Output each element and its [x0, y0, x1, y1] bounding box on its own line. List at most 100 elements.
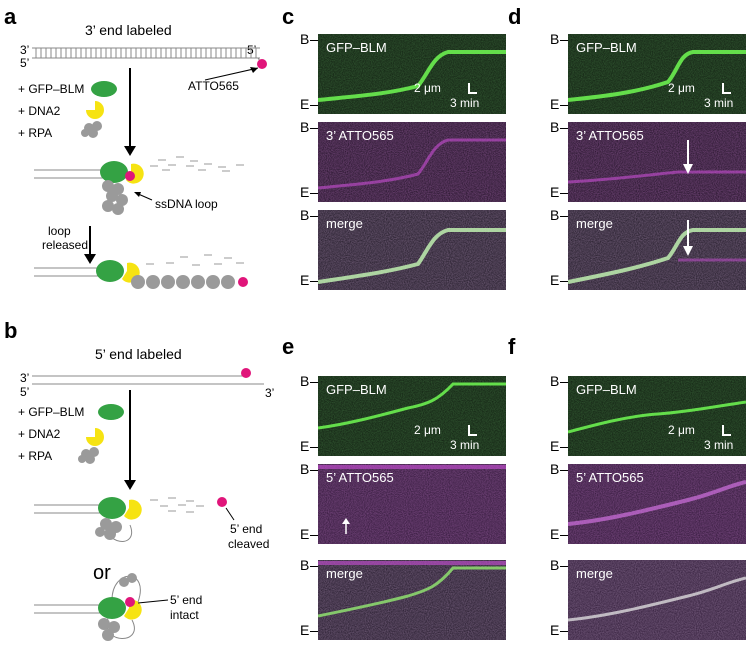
kymo-e-merge-label: merge [326, 566, 363, 581]
axis-e-tick [560, 631, 568, 632]
atto-complex-1 [125, 171, 135, 181]
scale-min-e: 3 min [450, 438, 480, 452]
axis-b-label: B [550, 207, 560, 223]
arrow-down-2-head [84, 254, 96, 264]
ssdna-loop-label: ssDNA loop [155, 197, 218, 211]
intact-pointer [137, 599, 169, 604]
scale-bar-f [722, 425, 731, 436]
strand-5-label: 5’ [20, 56, 30, 70]
dna2-icon [86, 101, 104, 119]
axis-b-tick [560, 216, 568, 217]
b-dna2-complex-2 [124, 599, 142, 620]
scale-min-d: 3 min [704, 96, 734, 110]
gfp-blm-icon [91, 81, 117, 97]
panel-a-title: 3’ end labeled [85, 22, 172, 38]
panel-a-schematic [32, 47, 267, 289]
scale-bar-e [468, 425, 477, 436]
kymo-c-atto-label: 3’ ATTO565 [326, 128, 394, 143]
b-displaced-strand [150, 497, 204, 513]
dsdna-a-top [32, 47, 260, 59]
scale-min-f: 3 min [704, 438, 734, 452]
b-dna2-complex-1 [124, 499, 142, 520]
atto565-label: ATTO565 [188, 79, 239, 93]
b-rpa-loop-1 [95, 518, 122, 540]
kymo-f-atto: 5’ ATTO565 [568, 464, 746, 544]
axis-b-tick [310, 40, 318, 41]
axis-e-tick [560, 281, 568, 282]
axis-b-label: B [550, 31, 560, 47]
or-label: or [93, 562, 111, 584]
axis-b-label: B [300, 119, 310, 135]
kymo-f-gfp-label: GFP–BLM [576, 382, 637, 397]
axis-e-label: E [550, 622, 560, 638]
axis-b-label: B [550, 373, 560, 389]
kymo-d-merge-label: merge [576, 216, 613, 231]
cleaved-label-1: 5’ end [230, 522, 263, 536]
axis-e-label: E [550, 438, 560, 454]
kymo-d-atto: 3’ ATTO565 [568, 122, 746, 202]
kymo-f-atto-label: 5’ ATTO565 [576, 470, 644, 485]
b-gfp-blm-icon [98, 404, 124, 420]
axis-b-tick [560, 128, 568, 129]
axis-b-label: B [300, 557, 310, 573]
atto565-dot [257, 59, 267, 69]
axis-e-label: E [550, 184, 560, 200]
b-atto565-dot [241, 368, 251, 378]
axis-b-label: B [550, 461, 560, 477]
reagent-gfp-blm: + GFP–BLM [18, 82, 85, 96]
axis-e-label: E [300, 96, 310, 112]
axis-b-label: B [300, 207, 310, 223]
axis-e-tick [560, 105, 568, 106]
axis-e-tick [310, 105, 318, 106]
scale-um-f: 2 μm [668, 423, 695, 437]
axis-e-tick [310, 447, 318, 448]
atto-complex-2 [238, 277, 248, 287]
rpa-loop-1 [102, 180, 128, 215]
reagent-dna2: + DNA2 [18, 104, 61, 118]
axis-e-tick [310, 193, 318, 194]
kymo-e-atto-label: 5’ ATTO565 [326, 470, 394, 485]
panel-b-title: 5’ end labeled [95, 346, 182, 362]
axis-e-label: E [300, 184, 310, 200]
axis-b-label: B [300, 31, 310, 47]
kymo-d-merge: merge [568, 210, 746, 290]
scale-um-d: 2 μm [668, 81, 695, 95]
scale-bar-d [722, 83, 731, 94]
panel-label-f: f [508, 334, 516, 359]
panel-label-c: c [282, 4, 295, 29]
axis-b-label: B [300, 373, 310, 389]
axis-e-tick [310, 631, 318, 632]
strand-5-right-label: 5’ [247, 43, 257, 57]
cleaved-pointer [225, 507, 235, 521]
kymo-d-atto-label: 3’ ATTO565 [576, 128, 644, 143]
axis-e-tick [310, 535, 318, 536]
axis-b-tick [310, 216, 318, 217]
b-reagent-dna2: + DNA2 [18, 427, 61, 441]
kymo-f-merge-label: merge [576, 566, 613, 581]
intact-label-1: 5’ end [170, 593, 203, 607]
strand-3-label: 3’ [20, 43, 30, 57]
panel-label-b: b [4, 318, 18, 343]
axis-e-label: E [550, 526, 560, 542]
axis-e-tick [560, 535, 568, 536]
scale-min-c: 3 min [450, 96, 480, 110]
rpa-icon [81, 121, 102, 138]
axis-e-label: E [300, 272, 310, 288]
axis-b-tick [310, 566, 318, 567]
axis-e-label: E [550, 96, 560, 112]
kymo-f-gfp: GFP–BLM 2 μm 3 min [568, 376, 746, 456]
reagent-rpa: + RPA [18, 126, 53, 140]
b-arrow-down-head [124, 480, 136, 490]
displaced-strand-2 [146, 254, 244, 266]
b-blm-complex-2 [98, 597, 126, 619]
axis-b-tick [560, 382, 568, 383]
kymo-e-merge: merge [318, 560, 506, 640]
loop-released-label-2: released [42, 238, 89, 252]
ssdna-pointer-head [134, 192, 141, 197]
intact-label-2: intact [170, 608, 199, 622]
atto-pointer-arrowhead [250, 67, 258, 73]
b-intact-atto-dot [125, 597, 135, 607]
axis-e-label: E [300, 438, 310, 454]
rpa-row-released [131, 275, 235, 289]
axis-b-label: B [300, 461, 310, 477]
